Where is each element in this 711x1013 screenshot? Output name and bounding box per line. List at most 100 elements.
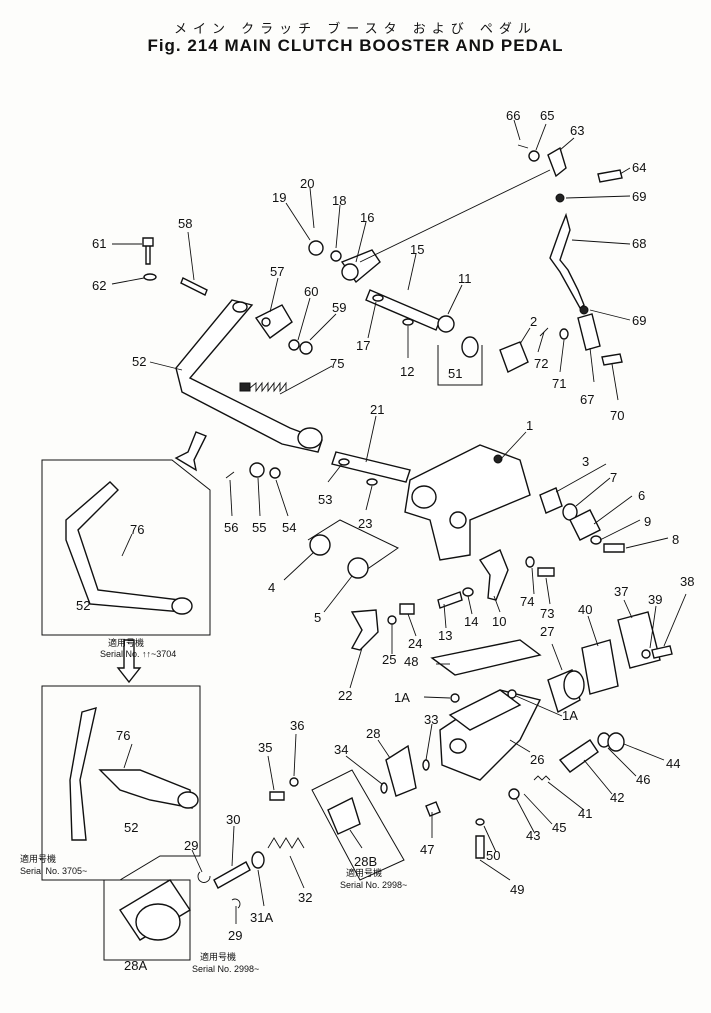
spring-75 — [249, 381, 287, 393]
oring-33 — [422, 759, 430, 771]
callout-52a: 52 — [132, 354, 146, 369]
washer-25 — [387, 615, 397, 625]
callout-29b: 29 — [228, 928, 242, 943]
shaft-21 — [331, 451, 411, 483]
bolt-49 — [475, 835, 485, 859]
callout-60: 60 — [304, 284, 318, 299]
bracket-57 — [254, 304, 293, 339]
oring-51 — [461, 336, 479, 358]
shaft-15 — [365, 289, 441, 331]
callout-1: 1 — [526, 418, 533, 433]
washer-39 — [641, 649, 651, 659]
inset-box-2 — [41, 685, 201, 881]
callout-65: 65 — [540, 108, 554, 123]
pin-56 — [225, 471, 235, 479]
callout-66: 66 — [506, 108, 520, 123]
bushing-3 — [539, 487, 563, 514]
ring-12 — [402, 318, 414, 326]
callout-50: 50 — [486, 848, 500, 863]
callout-71: 71 — [552, 376, 566, 391]
callout-12: 12 — [400, 364, 414, 379]
bracket-hole — [261, 317, 271, 327]
callout-28A: 28A — [124, 958, 147, 973]
callout-69b: 69 — [632, 313, 646, 328]
serial-note-3-jp: 適用号機 — [346, 867, 382, 878]
callout-53: 53 — [318, 492, 332, 507]
plate-28B — [327, 797, 361, 835]
callout-52c: 52 — [124, 820, 138, 835]
callout-23: 23 — [358, 516, 372, 531]
callout-14: 14 — [464, 614, 478, 629]
washer-74 — [525, 556, 535, 568]
ring-31A — [251, 851, 265, 869]
pin-64 — [597, 169, 623, 183]
serial-notes: 適用号機 Serial No. ↑↑~3704 適用号機 Serial No. … — [20, 637, 407, 974]
callout-58: 58 — [178, 216, 192, 231]
callout-31A: 31A — [250, 910, 273, 925]
washer-54 — [269, 467, 281, 479]
nut-19 — [308, 240, 324, 256]
pin-66 — [517, 144, 529, 149]
callout-64: 64 — [632, 160, 646, 175]
ring-23 — [366, 478, 378, 486]
rod-30 — [213, 861, 251, 889]
callout-73: 73 — [540, 606, 554, 621]
callout-1Aa: 1A — [394, 690, 410, 705]
ring-17 — [372, 294, 384, 302]
callout-55: 55 — [252, 520, 266, 535]
callout-41: 41 — [578, 806, 592, 821]
bolt-58 — [180, 277, 208, 296]
callout-45: 45 — [552, 820, 566, 835]
bushing-5 — [347, 557, 369, 579]
arrow-down-1 — [174, 431, 207, 472]
callout-16: 16 — [360, 210, 374, 225]
callout-34: 34 — [334, 742, 348, 757]
callout-68: 68 — [632, 236, 646, 251]
callout-40: 40 — [578, 602, 592, 617]
nut-55 — [249, 462, 265, 478]
nut-65 — [528, 150, 540, 162]
callout-56: 56 — [224, 520, 238, 535]
callout-2: 2 — [530, 314, 537, 329]
callout-57: 57 — [270, 264, 284, 279]
bushing-11 — [437, 315, 455, 333]
valve-42 — [558, 739, 599, 773]
callout-21: 21 — [370, 402, 384, 417]
callout-44: 44 — [666, 756, 680, 771]
inset-pedal-1 — [65, 481, 183, 613]
washer-18 — [330, 250, 342, 262]
callout-28: 28 — [366, 726, 380, 741]
callout-43: 43 — [526, 828, 540, 843]
inset-pedal-2 — [69, 707, 97, 841]
fitting-47 — [425, 801, 441, 817]
nut-59 — [299, 341, 313, 355]
callout-48: 48 — [404, 654, 418, 669]
ball-43 — [508, 788, 520, 800]
callout-62: 62 — [92, 278, 106, 293]
washer-50 — [475, 818, 485, 826]
nut-69a — [555, 193, 565, 203]
lever-22 — [350, 609, 379, 651]
spring-holder — [239, 382, 251, 392]
callout-36: 36 — [290, 718, 304, 733]
lever-10 — [478, 549, 509, 601]
bracket-box-4-5 — [307, 519, 399, 571]
inset-box-1 — [41, 459, 211, 636]
callout-20: 20 — [300, 176, 314, 191]
callout-28B: 28B — [354, 854, 377, 869]
serial-note-2-en: Serial No. 3705~ — [20, 866, 87, 876]
pin-70 — [601, 353, 623, 366]
washer-36 — [289, 777, 299, 787]
callout-67: 67 — [580, 392, 594, 407]
gasket-40 — [581, 639, 619, 695]
boot-28A-face — [135, 903, 181, 941]
serial-note-1-jp: 適用号機 — [108, 637, 144, 648]
washer-60 — [288, 339, 300, 351]
serial-note-3-en: Serial No. 2998~ — [340, 880, 407, 890]
callout-54: 54 — [282, 520, 296, 535]
callout-70: 70 — [610, 408, 624, 423]
pedal-arm-52 — [175, 299, 323, 453]
callout-10: 10 — [492, 614, 506, 629]
